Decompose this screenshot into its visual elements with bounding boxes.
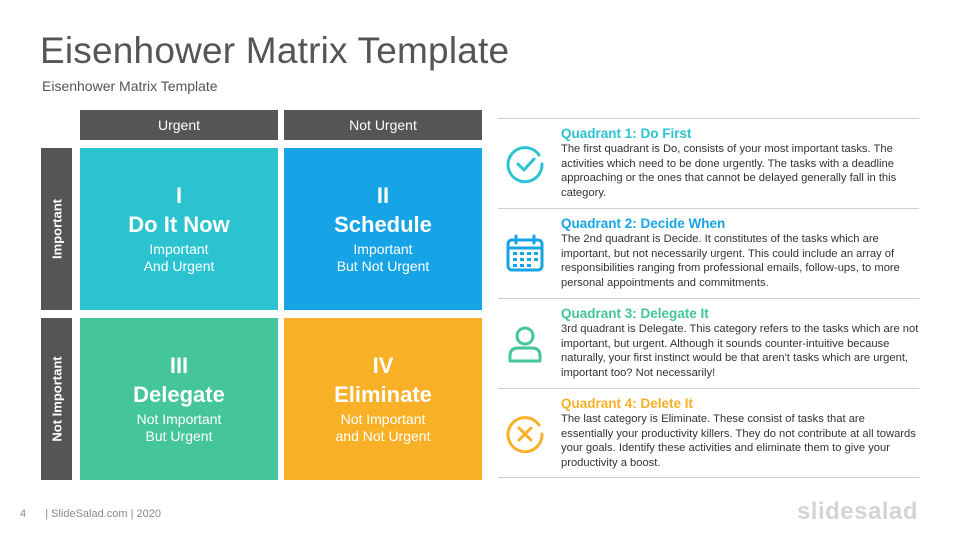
page-number: 4: [20, 508, 27, 520]
description-text: The 2nd quadrant is Decide. It constitut…: [561, 233, 900, 289]
description-heading: Quadrant 1: Do First: [561, 126, 692, 141]
quadrant-number: III: [169, 353, 189, 378]
quadrant-line-1: Important: [149, 241, 209, 257]
quadrant-line-1: Not Important: [340, 411, 426, 427]
row-header-important-label: Important: [49, 199, 64, 259]
description-heading: Quadrant 2: Decide When: [561, 216, 726, 231]
quadrant-line-2: And Urgent: [143, 258, 215, 274]
slide-title: Eisenhower Matrix Template: [40, 30, 510, 71]
quadrant-line-2: But Urgent: [145, 428, 213, 444]
quadrant-name: Do It Now: [128, 212, 230, 237]
quadrant-name: Schedule: [334, 212, 432, 237]
list-item: Quadrant 2: Decide When The 2nd quadrant…: [498, 208, 919, 298]
footer: 4 | SlideSalad.com | 2020: [20, 508, 161, 520]
brand-logo: slidesalad: [796, 498, 918, 525]
quadrant-line-2: and Not Urgent: [335, 428, 431, 444]
description-text: 3rd quadrant is Delegate. This category …: [561, 323, 919, 379]
list-item: Quadrant 4: Delete It The last category …: [498, 388, 919, 478]
quadrant-name: Eliminate: [334, 382, 432, 407]
description-text: The last category is Eliminate. These co…: [561, 413, 916, 469]
quadrant-description-list: Quadrant 1: Do First The first quadrant …: [498, 118, 919, 478]
quadrant-schedule: II Schedule Important But Not Urgent: [284, 148, 482, 310]
quadrant-name: Delegate: [133, 382, 225, 407]
quadrant-line-1: Important: [353, 241, 413, 257]
list-item: Quadrant 1: Do First The first quadrant …: [498, 118, 919, 208]
description-heading: Quadrant 3: Delegate It: [561, 306, 709, 321]
quadrant-line-1: Not Important: [136, 411, 222, 427]
row-header-not-important: Not Important: [41, 318, 72, 480]
quadrant-number: IV: [372, 353, 394, 378]
column-header-urgent: Urgent: [80, 110, 278, 140]
row-header-not-important-label: Not Important: [49, 356, 64, 442]
quadrant-number: II: [376, 183, 390, 208]
check-circle-icon: [506, 146, 544, 184]
quadrant-delegate: III Delegate Not Important But Urgent: [80, 318, 278, 480]
quadrant-eliminate: IV Eliminate Not Important and Not Urgen…: [284, 318, 482, 480]
row-header-important: Important: [41, 148, 72, 310]
quadrant-number: I: [175, 183, 183, 208]
user-icon: [508, 326, 542, 363]
description-text: The first quadrant is Do, consists of yo…: [561, 143, 897, 199]
list-item: Quadrant 3: Delegate It 3rd quadrant is …: [498, 298, 919, 388]
quadrant-do-it-now: I Do It Now Important And Urgent: [80, 148, 278, 310]
calendar-icon: [506, 234, 544, 272]
description-heading: Quadrant 4: Delete It: [561, 396, 694, 411]
column-header-not-urgent: Not Urgent: [284, 110, 482, 140]
quadrant-line-2: But Not Urgent: [336, 258, 430, 274]
slide-subtitle: Eisenhower Matrix Template: [42, 78, 218, 94]
x-circle-icon: [506, 416, 544, 454]
footer-credit: | SlideSalad.com | 2020: [45, 508, 161, 520]
